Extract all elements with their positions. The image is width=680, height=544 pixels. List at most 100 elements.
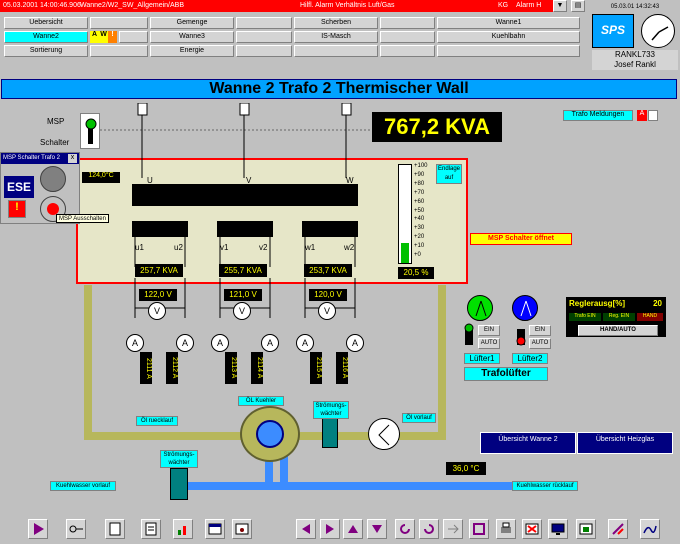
winding-label: u2 [174,243,183,252]
winding-label: w1 [305,243,316,252]
sps-logo: SPS [592,14,634,48]
text-icon[interactable] [141,519,161,539]
nav-gemenge[interactable]: Gemenge [150,17,234,29]
nav-empty[interactable] [90,45,148,57]
alarm-label: Alarm H [516,2,542,9]
fan2-ein-button[interactable]: EIN [529,325,551,336]
nav-empty[interactable] [236,45,292,57]
fan2-label[interactable]: Lüfter2 [512,353,548,364]
select-icon[interactable] [469,519,489,539]
nav-wanne3[interactable]: Wanne3 [150,31,234,43]
voltmeter-u-icon: V [148,302,166,320]
oil-pipe [84,285,92,440]
arrow-left-icon[interactable] [296,519,316,539]
warning-icon: ! [8,200,26,218]
alarm-code: KG [498,2,509,9]
nav-scherben[interactable]: Scherben [294,17,378,29]
hand-auto-button[interactable]: HAND/AUTO [578,325,658,336]
oil-cooler-icon [240,406,300,462]
refresh-icon[interactable] [395,519,415,539]
window-icon[interactable] [205,519,225,539]
phase-w-kva: 253,7 KVA [304,264,352,277]
exit-icon[interactable] [576,519,596,539]
schalter-label: Schalter [40,138,70,147]
close-icon[interactable]: x [68,154,77,163]
overview-wanne2-button[interactable]: Übersicht Wanne 2 [480,432,576,454]
msp-tooltip: MSP Ausschalten [56,214,109,223]
nav-empty[interactable] [437,45,580,57]
msp-off-button[interactable] [40,196,66,222]
endlage-button[interactable]: Endlage auf [436,164,462,184]
phase-connectors [137,103,352,178]
amp-value: 2111 A [140,352,152,384]
winding-label: w2 [344,243,355,252]
alarm-message: Hilfl. Alarm Verhältnis Luft/Gas [300,2,395,9]
fan1-label[interactable]: Lüfter1 [464,353,500,364]
water-out-label: Kuehlwasser rücklauf [512,481,578,491]
mode-letter-w: W [99,31,108,43]
oil-pipe [84,432,244,440]
trafoluefter-label[interactable]: Trafolüfter [464,367,548,381]
printer-icon[interactable]: ▤ [571,0,585,12]
phase-w-label: W [346,176,354,185]
redo-icon[interactable] [419,519,439,539]
key-icon[interactable] [66,519,86,539]
oil-pipe [438,285,446,440]
fan2-auto-button[interactable]: AUTO [529,338,551,349]
signature-icon[interactable] [640,519,660,539]
nav-empty[interactable] [236,17,292,29]
nav-wanne2[interactable]: Wanne2 [4,31,88,43]
arrow-right-icon[interactable] [320,519,340,539]
nav-uebersicht[interactable]: Uebersicht [4,17,88,29]
document-icon[interactable] [105,519,125,539]
alarm-datetime: 05.03.2001 14:00:46.906 [3,2,81,9]
nav-wanne1[interactable]: Wanne1 [437,17,580,29]
pump-icon [368,418,400,450]
nav-kuehlbahn[interactable]: Kuehlbahn [437,31,580,43]
nav-empty[interactable] [380,45,435,57]
nav-empty[interactable] [380,31,435,43]
regler-value: 20 [653,299,662,308]
monitor-icon[interactable] [548,519,568,539]
msp-switch[interactable] [80,113,100,149]
logout-icon[interactable] [608,519,628,539]
msp-on-button[interactable] [40,166,66,192]
nav-empty[interactable] [119,31,148,43]
cancel-window-icon[interactable] [522,519,542,539]
settings-window-icon[interactable] [232,519,252,539]
phase-u-volt: 122,0 V [139,289,177,301]
ammeter-icon: A [211,334,229,352]
overview-heizglas-button[interactable]: Übersicht Heizglas [577,432,673,454]
ammeter-icon: A [261,334,279,352]
oil-return-label: Öl ruecklauf [136,416,178,426]
flow-switch-icon [322,418,338,448]
regler-label: Reglerausg[%] [569,299,626,308]
trafo-meldungen-button[interactable]: Trafo Meldungen [563,110,633,121]
amp-value: 2112 A [166,352,178,384]
fan1-ein-button[interactable]: EIN [478,325,500,336]
msp-label: MSP [47,117,65,126]
alarm-bar[interactable]: 05.03.2001 14:00:46.906 Wanne2/W2_SW_All… [0,0,553,12]
print-icon[interactable] [496,519,516,539]
play-icon[interactable] [28,519,48,539]
chart-icon[interactable] [173,519,193,539]
arrow-up-icon[interactable] [343,519,363,539]
clock-icon [641,14,675,48]
nav-empty[interactable] [380,17,435,29]
alarm-down-icon[interactable]: ▼ [553,0,567,12]
nav-empty[interactable] [294,45,378,57]
nav-sortierung[interactable]: Sortierung [4,45,88,57]
nav-empty[interactable] [236,31,292,43]
fan2-switch-icon[interactable] [514,323,528,347]
main-power-value: 767,2 KVA [372,112,502,142]
gauge-bar [398,164,412,264]
nav-is-masch[interactable]: IS-Masch [294,31,378,43]
fan1-auto-button[interactable]: AUTO [478,338,500,349]
page-title: Wanne 2 Trafo 2 Thermischer Wall [1,79,677,99]
nav-energie[interactable]: Energie [150,45,234,57]
forward-disabled-icon[interactable] [443,519,463,539]
nav-empty[interactable] [90,17,148,29]
fan1-switch-icon[interactable] [462,323,476,347]
arrow-down-icon[interactable] [367,519,387,539]
oil-flow-label: Öl vorlauf [402,413,436,423]
